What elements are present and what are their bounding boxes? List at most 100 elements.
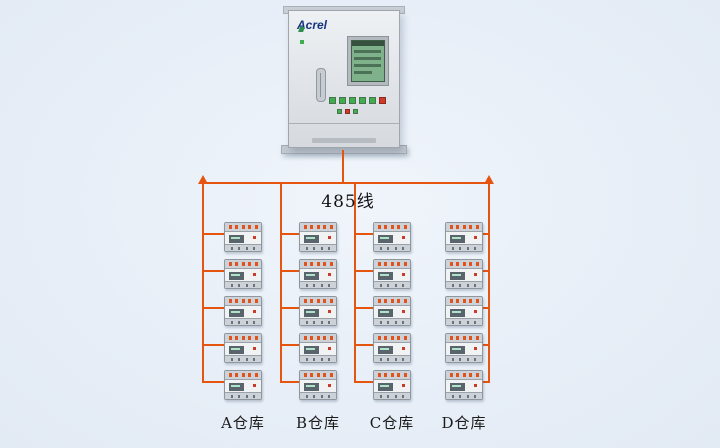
terminal-strip-bottom xyxy=(300,281,336,288)
trunk-line xyxy=(280,182,282,383)
meter-display xyxy=(450,383,465,391)
stub-line xyxy=(355,270,373,272)
bus-line-485 xyxy=(200,182,490,184)
terminal-strip xyxy=(225,371,261,380)
power-indicator-light xyxy=(300,40,304,44)
terminal-strip xyxy=(374,260,410,269)
terminal-strip xyxy=(225,334,261,343)
terminal-strip-bottom xyxy=(446,318,482,325)
red-button xyxy=(379,97,386,104)
meter-led xyxy=(253,236,256,239)
terminal-strip xyxy=(374,223,410,232)
meter-device xyxy=(373,259,411,289)
meter-display xyxy=(304,383,319,391)
meter-device xyxy=(373,333,411,363)
meter-device xyxy=(224,222,262,252)
terminal-strip-bottom xyxy=(225,318,261,325)
lcd-header-bar xyxy=(352,41,384,46)
button-row xyxy=(329,97,386,104)
meter-led xyxy=(402,347,405,350)
meter-led xyxy=(474,384,477,387)
stub-line xyxy=(281,344,299,346)
stub-line xyxy=(203,233,224,235)
meter-display xyxy=(229,272,244,280)
terminal-strip-bottom xyxy=(374,318,410,325)
meter-device xyxy=(445,296,483,326)
brand-logo-text: Acrel xyxy=(297,18,328,32)
meter-device xyxy=(224,296,262,326)
terminal-strip-bottom xyxy=(300,355,336,362)
meter-display xyxy=(378,272,393,280)
brand-logo: Acrel xyxy=(297,18,327,32)
meter-device xyxy=(299,333,337,363)
lcd-row xyxy=(354,57,381,60)
terminal-strip xyxy=(446,334,482,343)
meter-led xyxy=(253,273,256,276)
red-button xyxy=(345,109,350,114)
bus-arrowhead xyxy=(198,175,208,184)
meter-display xyxy=(450,235,465,243)
green-button xyxy=(339,97,346,104)
lcd-screen-content xyxy=(351,40,385,82)
meter-display xyxy=(450,346,465,354)
green-button xyxy=(369,97,376,104)
green-button xyxy=(329,97,336,104)
meter-display xyxy=(378,235,393,243)
meter-device xyxy=(224,370,262,400)
terminal-strip xyxy=(374,334,410,343)
stub-line xyxy=(355,233,373,235)
cabinet-slot-line xyxy=(320,73,321,97)
stub-line xyxy=(483,381,489,383)
meter-display xyxy=(304,346,319,354)
cabinet-slot xyxy=(316,68,326,102)
control-cabinet: Acrel xyxy=(281,6,407,154)
stub-line xyxy=(281,381,299,383)
stub-line xyxy=(203,381,224,383)
bus-label: 485线 xyxy=(321,192,375,212)
terminal-strip-bottom xyxy=(225,281,261,288)
meter-display xyxy=(450,309,465,317)
meter-led xyxy=(474,273,477,276)
meter-device xyxy=(373,222,411,252)
stub-line xyxy=(281,307,299,309)
meter-display xyxy=(229,383,244,391)
terminal-strip xyxy=(225,223,261,232)
terminal-strip xyxy=(300,334,336,343)
terminal-strip xyxy=(300,223,336,232)
stub-line xyxy=(203,307,224,309)
meter-display xyxy=(304,309,319,317)
stub-line xyxy=(483,270,489,272)
meter-display xyxy=(229,309,244,317)
stub-line xyxy=(281,270,299,272)
meter-led xyxy=(328,384,331,387)
lcd-row xyxy=(354,50,381,53)
meter-led xyxy=(328,347,331,350)
stub-line xyxy=(483,307,489,309)
terminal-strip-bottom xyxy=(446,244,482,251)
stub-line xyxy=(281,233,299,235)
meter-led xyxy=(253,347,256,350)
lcd-screen xyxy=(347,36,389,86)
meter-display xyxy=(378,383,393,391)
terminal-strip-bottom xyxy=(374,244,410,251)
stub-line xyxy=(355,307,373,309)
terminal-strip xyxy=(300,371,336,380)
terminal-strip-bottom xyxy=(225,244,261,251)
meter-display xyxy=(378,346,393,354)
meter-led xyxy=(402,236,405,239)
terminal-strip-bottom xyxy=(374,392,410,399)
terminal-strip xyxy=(300,260,336,269)
green-button xyxy=(337,109,342,114)
lcd-row xyxy=(354,64,381,67)
meter-led xyxy=(328,236,331,239)
meter-device xyxy=(445,370,483,400)
terminal-strip-bottom xyxy=(446,281,482,288)
meter-device xyxy=(224,333,262,363)
meter-display xyxy=(304,235,319,243)
meter-display xyxy=(378,309,393,317)
terminal-strip-bottom xyxy=(446,355,482,362)
meter-display xyxy=(229,235,244,243)
terminal-strip-bottom xyxy=(374,281,410,288)
meter-led xyxy=(402,310,405,313)
